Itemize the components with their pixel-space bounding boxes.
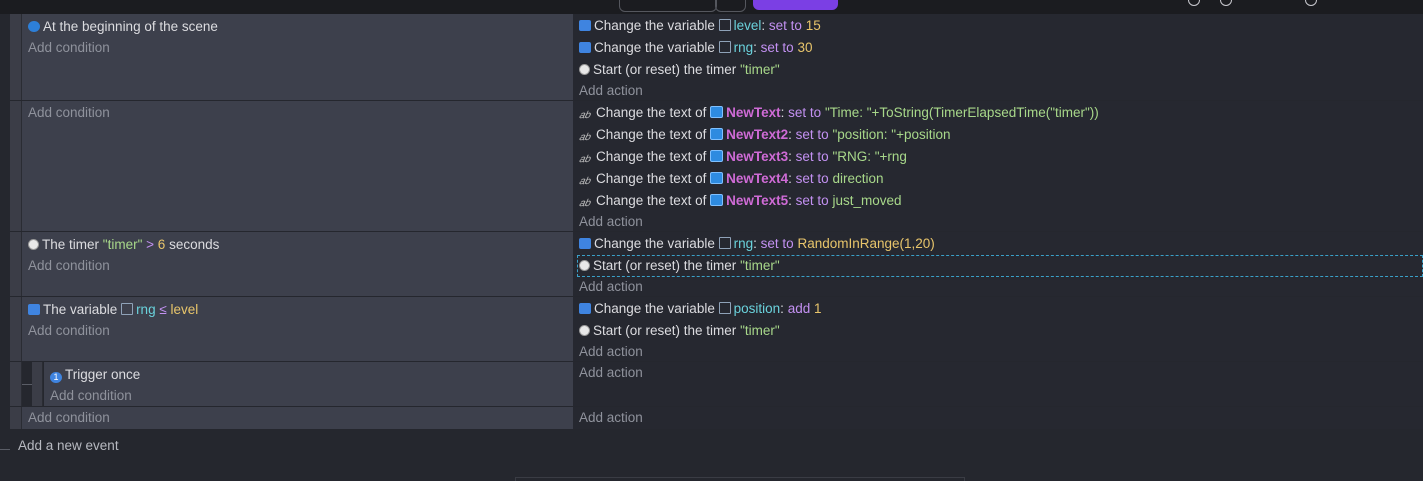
add-condition-link[interactable]: Add condition [28,323,110,338]
add-condition-link[interactable]: Add condition [50,388,132,403]
variable-ref-icon [718,237,731,249]
bottom-panel-edge [515,477,965,481]
conditions-pane[interactable]: Add condition [22,407,573,429]
text-icon: 𝑎𝑏 [579,198,591,209]
sub-event-connector [20,384,32,385]
preview-button[interactable] [753,0,838,10]
event-3[interactable]: The timer "timer" > 6 seconds Add condit… [10,232,1423,296]
event-drag-handle[interactable] [10,362,22,406]
add-action-link[interactable]: Add action [579,279,643,294]
actions-pane[interactable]: Change the variable level: set to 15 Cha… [573,14,1423,100]
action-row-selected[interactable]: Start (or reset) the timer "timer" [577,255,1423,277]
scene-start-icon [28,21,40,32]
conditions-pane[interactable]: The timer "timer" > 6 seconds Add condit… [22,232,573,296]
add-condition-link[interactable]: Add condition [28,40,110,55]
text-icon: 𝑎𝑏 [579,154,591,165]
text-object-icon [710,128,724,140]
text-icon: 𝑎𝑏 [579,110,591,121]
actions-pane[interactable]: Add action [573,407,1423,429]
variable-ref-icon [121,303,134,315]
variable-ref-icon [718,302,731,314]
add-condition-link[interactable]: Add condition [28,410,110,425]
text-icon: 𝑎𝑏 [579,132,591,143]
timer-icon [28,239,39,250]
actions-pane[interactable]: Change the variable rng: set to RandomIn… [573,232,1423,296]
action-row[interactable]: Change the variable level: set to 15 [579,15,821,37]
conditions-pane[interactable]: The variable rng ≤ level Add condition [22,297,573,361]
toolbar-button-left[interactable] [619,0,717,12]
event-1[interactable]: At the beginning of the scene Add condit… [10,14,1423,100]
toolbar-icon-2[interactable] [1220,0,1232,6]
condition-row[interactable]: The variable rng ≤ level [28,299,198,321]
toolbar-dropdown[interactable] [715,0,746,12]
text-object-icon [710,194,724,206]
text-object-icon [710,172,724,184]
timer-icon [579,325,590,336]
event-6[interactable]: Add condition Add action [10,407,1423,429]
action-row[interactable]: Change the variable rng: set to RandomIn… [579,233,935,255]
top-toolbar [0,0,1423,14]
conditions-pane[interactable]: At the beginning of the scene Add condit… [22,14,573,100]
variable-icon [579,303,591,314]
event-4[interactable]: The variable rng ≤ level Add condition C… [10,297,1423,361]
variable-ref-icon [718,19,731,31]
text-object-icon [710,106,724,118]
event-drag-handle[interactable] [10,14,22,100]
condition-row[interactable]: The timer "timer" > 6 seconds [28,234,219,256]
action-row[interactable]: Change the variable position: add 1 [579,298,822,320]
text-object-icon [710,150,724,162]
add-condition-link[interactable]: Add condition [28,105,110,120]
tree-line [0,449,10,450]
add-condition-link[interactable]: Add condition [28,258,110,273]
action-row[interactable]: Start (or reset) the timer "timer" [579,59,780,81]
add-new-event-link[interactable]: Add a new event [18,438,119,453]
add-action-link[interactable]: Add action [579,410,643,425]
action-row[interactable]: Start (or reset) the timer "timer" [579,320,780,342]
toolbar-icon-1[interactable] [1188,0,1200,6]
action-row[interactable]: Change the variable rng: set to 30 [579,37,812,59]
add-action-link[interactable]: Add action [579,365,643,380]
variable-icon [579,238,591,249]
event-drag-handle[interactable] [10,232,22,296]
add-action-link[interactable]: Add action [579,344,643,359]
add-action-link[interactable]: Add action [579,214,643,229]
timer-icon [579,260,590,271]
event-drag-handle[interactable] [10,407,22,429]
actions-pane[interactable]: Add action [573,362,1423,406]
sub-event-drag-handle[interactable] [32,362,43,406]
variable-icon [579,20,591,31]
trigger-once-icon: 1 [50,372,62,383]
variable-icon [28,304,40,315]
toolbar-icon-3[interactable] [1305,0,1317,6]
event-drag-handle[interactable] [10,297,22,361]
text-icon: 𝑎𝑏 [579,176,591,187]
add-action-link[interactable]: Add action [579,83,643,98]
actions-pane[interactable]: Change the variable position: add 1 Star… [573,297,1423,361]
condition-row[interactable]: At the beginning of the scene [28,16,218,38]
conditions-pane[interactable]: Add condition [22,101,573,231]
variable-icon [579,42,591,53]
variable-ref-icon [718,41,731,53]
event-drag-handle[interactable] [10,101,22,231]
timer-icon [579,64,590,75]
